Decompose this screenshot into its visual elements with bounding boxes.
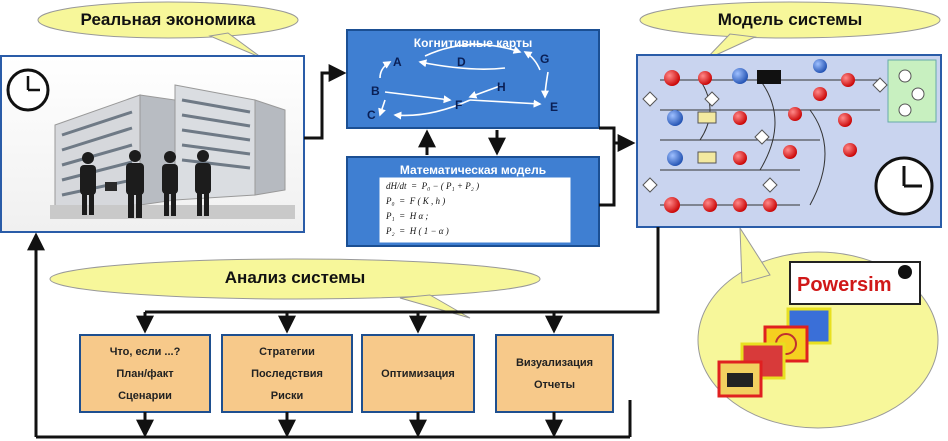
clock-icon (874, 156, 934, 216)
math-model-box (346, 156, 600, 247)
cognitive-node-e: E (550, 100, 559, 114)
formula-1: dH/dt = P₀ − ( P₁ + P₂ ) (386, 181, 480, 191)
cognitive-edges (378, 43, 550, 120)
cognitive-map-box (346, 29, 600, 129)
analysis-box-optimization: Оптимизация (362, 335, 474, 412)
analysis-box-visualization: Визуализация Отчеты (496, 335, 613, 412)
powersim-logo (789, 261, 921, 305)
bubble-system-model (639, 1, 941, 61)
cognitive-node-c: C (367, 108, 376, 122)
powersim-logo-text: Powersim (797, 274, 892, 296)
formula-4: P₂ = H ( 1 − α ) (386, 226, 449, 236)
flow-arrows (27, 64, 660, 439)
cognitive-map-title: Когнитивные карты (413, 36, 533, 50)
model-nodes (642, 59, 925, 213)
bubble-label-real-economy: Реальная экономика (80, 10, 256, 29)
system-model-picture (636, 54, 942, 228)
clock-icon (6, 68, 50, 112)
software-icons (717, 307, 832, 398)
analysis-box-strategies: Стратегии Последствия Риски (222, 335, 352, 412)
analysis-box-what-if-line: Что, если ...? (109, 345, 181, 358)
analysis-box-strategies-line: Риски (270, 389, 304, 402)
bubble-label-system-analysis: Анализ системы (224, 268, 366, 287)
analysis-box-optimization-line: Оптимизация (381, 367, 455, 380)
cognitive-node-b: B (371, 84, 380, 98)
analysis-box-visualization-line: Визуализация (515, 356, 594, 369)
bubble-real-economy (37, 1, 299, 59)
analysis-box-visualization-line: Отчеты (533, 378, 576, 391)
business-people-icon (80, 150, 211, 218)
analysis-box-strategies-line: Стратегии (259, 345, 315, 358)
cognitive-node-d: D (457, 55, 466, 69)
cognitive-node-h: H (497, 80, 506, 94)
analysis-box-strategies-line: Последствия (251, 367, 323, 380)
bubble-label-system-model: Модель системы (717, 10, 863, 29)
math-model-title: Математическая модель (399, 163, 547, 177)
formula-2: P₀ = F ( K , h ) (386, 196, 446, 206)
cognitive-node-f: F (455, 98, 463, 112)
real-economy-picture (0, 55, 305, 233)
cognitive-node-a: A (393, 55, 402, 69)
analysis-box-what-if-line: Сценарии (118, 389, 172, 402)
formula-3: P₁ = H α ; (386, 211, 429, 221)
cognitive-node-g: G (540, 52, 550, 66)
analysis-box-what-if: Что, если ...? План/факт Сценарии (80, 335, 210, 412)
analysis-box-what-if-line: План/факт (116, 367, 174, 380)
